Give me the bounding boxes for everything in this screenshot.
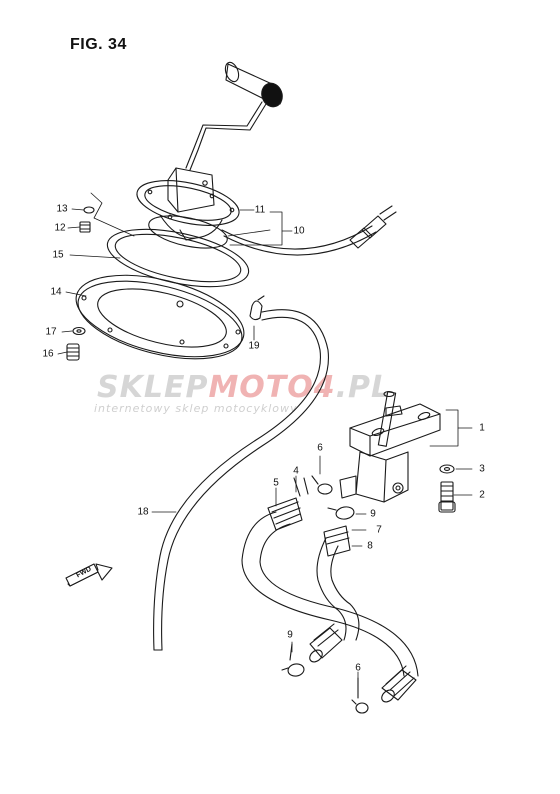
clamp-9-upper bbox=[327, 506, 355, 520]
callout-10: 10 bbox=[293, 225, 305, 237]
cap-plate bbox=[75, 274, 245, 360]
fuel-level-float bbox=[185, 61, 283, 171]
breather-hose bbox=[153, 309, 330, 651]
fuel-cock bbox=[339, 390, 441, 503]
watermark-brand-red: MOTO4 bbox=[208, 370, 336, 405]
callout-18: 18 bbox=[137, 506, 149, 518]
clamp-6-lower bbox=[351, 677, 369, 714]
callout-2: 2 bbox=[479, 489, 485, 501]
callout-11: 11 bbox=[254, 204, 266, 216]
hose-4-stub bbox=[293, 477, 309, 497]
watermark-brand-tail: .PL bbox=[335, 370, 392, 405]
gasket bbox=[106, 228, 250, 288]
callout-19: 19 bbox=[248, 340, 260, 352]
bolt-16 bbox=[66, 343, 80, 361]
washer-3 bbox=[439, 464, 455, 474]
clamp-9-lower bbox=[281, 643, 305, 677]
clamp-6-upper bbox=[311, 475, 333, 495]
fwd-arrow-icon bbox=[65, 563, 113, 587]
fuel-hose-5 bbox=[241, 497, 419, 703]
clip-19 bbox=[249, 295, 265, 321]
callout-17: 17 bbox=[45, 326, 57, 338]
figure-title: FIG. 34 bbox=[70, 36, 127, 53]
fuel-gauge-sender bbox=[136, 167, 397, 256]
watermark-brand-grey: SKLEP bbox=[97, 370, 209, 405]
callout-9-upper: 9 bbox=[370, 508, 376, 520]
callout-4: 4 bbox=[293, 465, 299, 477]
callout-3: 3 bbox=[479, 463, 485, 475]
callout-7: 7 bbox=[376, 524, 382, 536]
callout-5: 5 bbox=[273, 477, 279, 489]
callout-13: 13 bbox=[56, 203, 68, 215]
fuel-hose-8 bbox=[309, 525, 360, 663]
callout-8: 8 bbox=[367, 540, 373, 552]
washer-17 bbox=[72, 326, 86, 336]
callout-16: 16 bbox=[42, 348, 54, 360]
washer-13 bbox=[83, 206, 95, 214]
watermark-logo: SKLEPMOTO4.PL bbox=[97, 370, 391, 405]
callout-15: 15 bbox=[52, 249, 64, 261]
watermark-tagline: internetowy sklep motocyklowy bbox=[94, 402, 298, 415]
callout-6-upper: 6 bbox=[317, 442, 323, 454]
callout-12: 12 bbox=[54, 222, 66, 234]
screw-12 bbox=[79, 221, 91, 233]
callout-6-lower: 6 bbox=[355, 662, 361, 674]
callout-1: 1 bbox=[479, 422, 485, 434]
leader-lines bbox=[57, 192, 473, 681]
callout-14: 14 bbox=[50, 286, 62, 298]
callout-9-lower: 9 bbox=[287, 629, 293, 641]
bolt-2 bbox=[438, 481, 456, 513]
